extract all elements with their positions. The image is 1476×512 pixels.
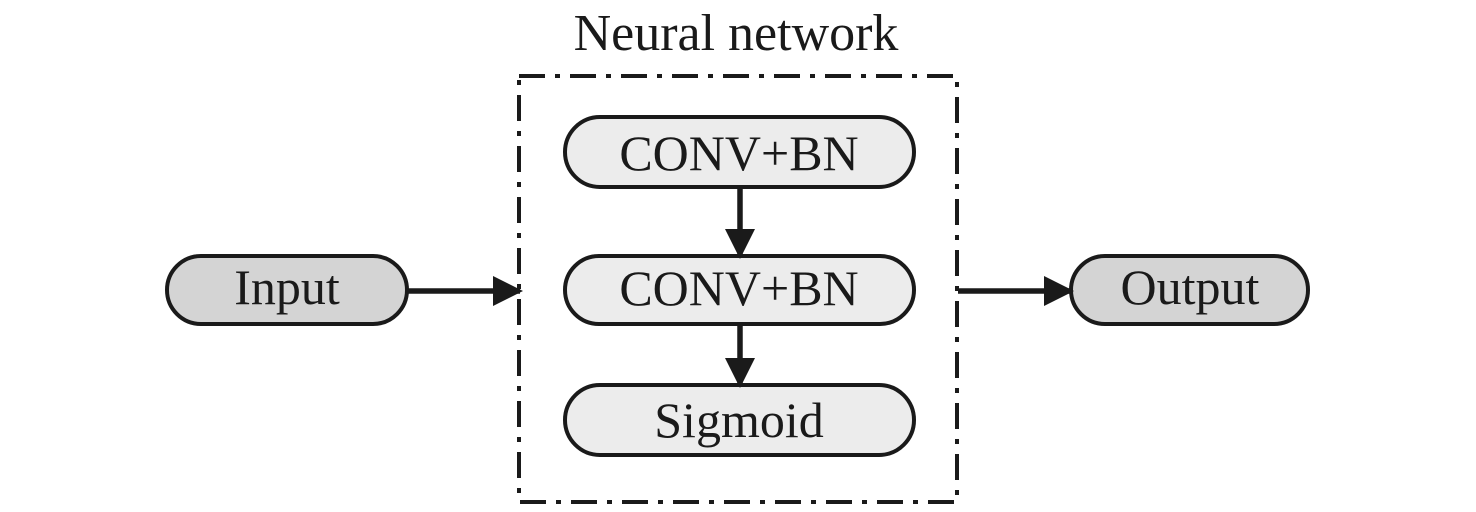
layer-node-label: Sigmoid (654, 392, 823, 448)
diagram-title: Neural network (574, 5, 899, 62)
layer-node-label: CONV+BN (619, 260, 858, 316)
layer-node-label: CONV+BN (619, 125, 858, 181)
layer-node-sigmoid: Sigmoid (563, 383, 916, 457)
layer-node-conv-bn-1: CONV+BN (563, 115, 916, 189)
output-node-label: Output (1121, 259, 1260, 315)
output-node: Output (1069, 254, 1310, 326)
input-node-label: Input (234, 259, 340, 315)
input-node: Input (165, 254, 409, 326)
layer-node-conv-bn-2: CONV+BN (563, 254, 916, 326)
